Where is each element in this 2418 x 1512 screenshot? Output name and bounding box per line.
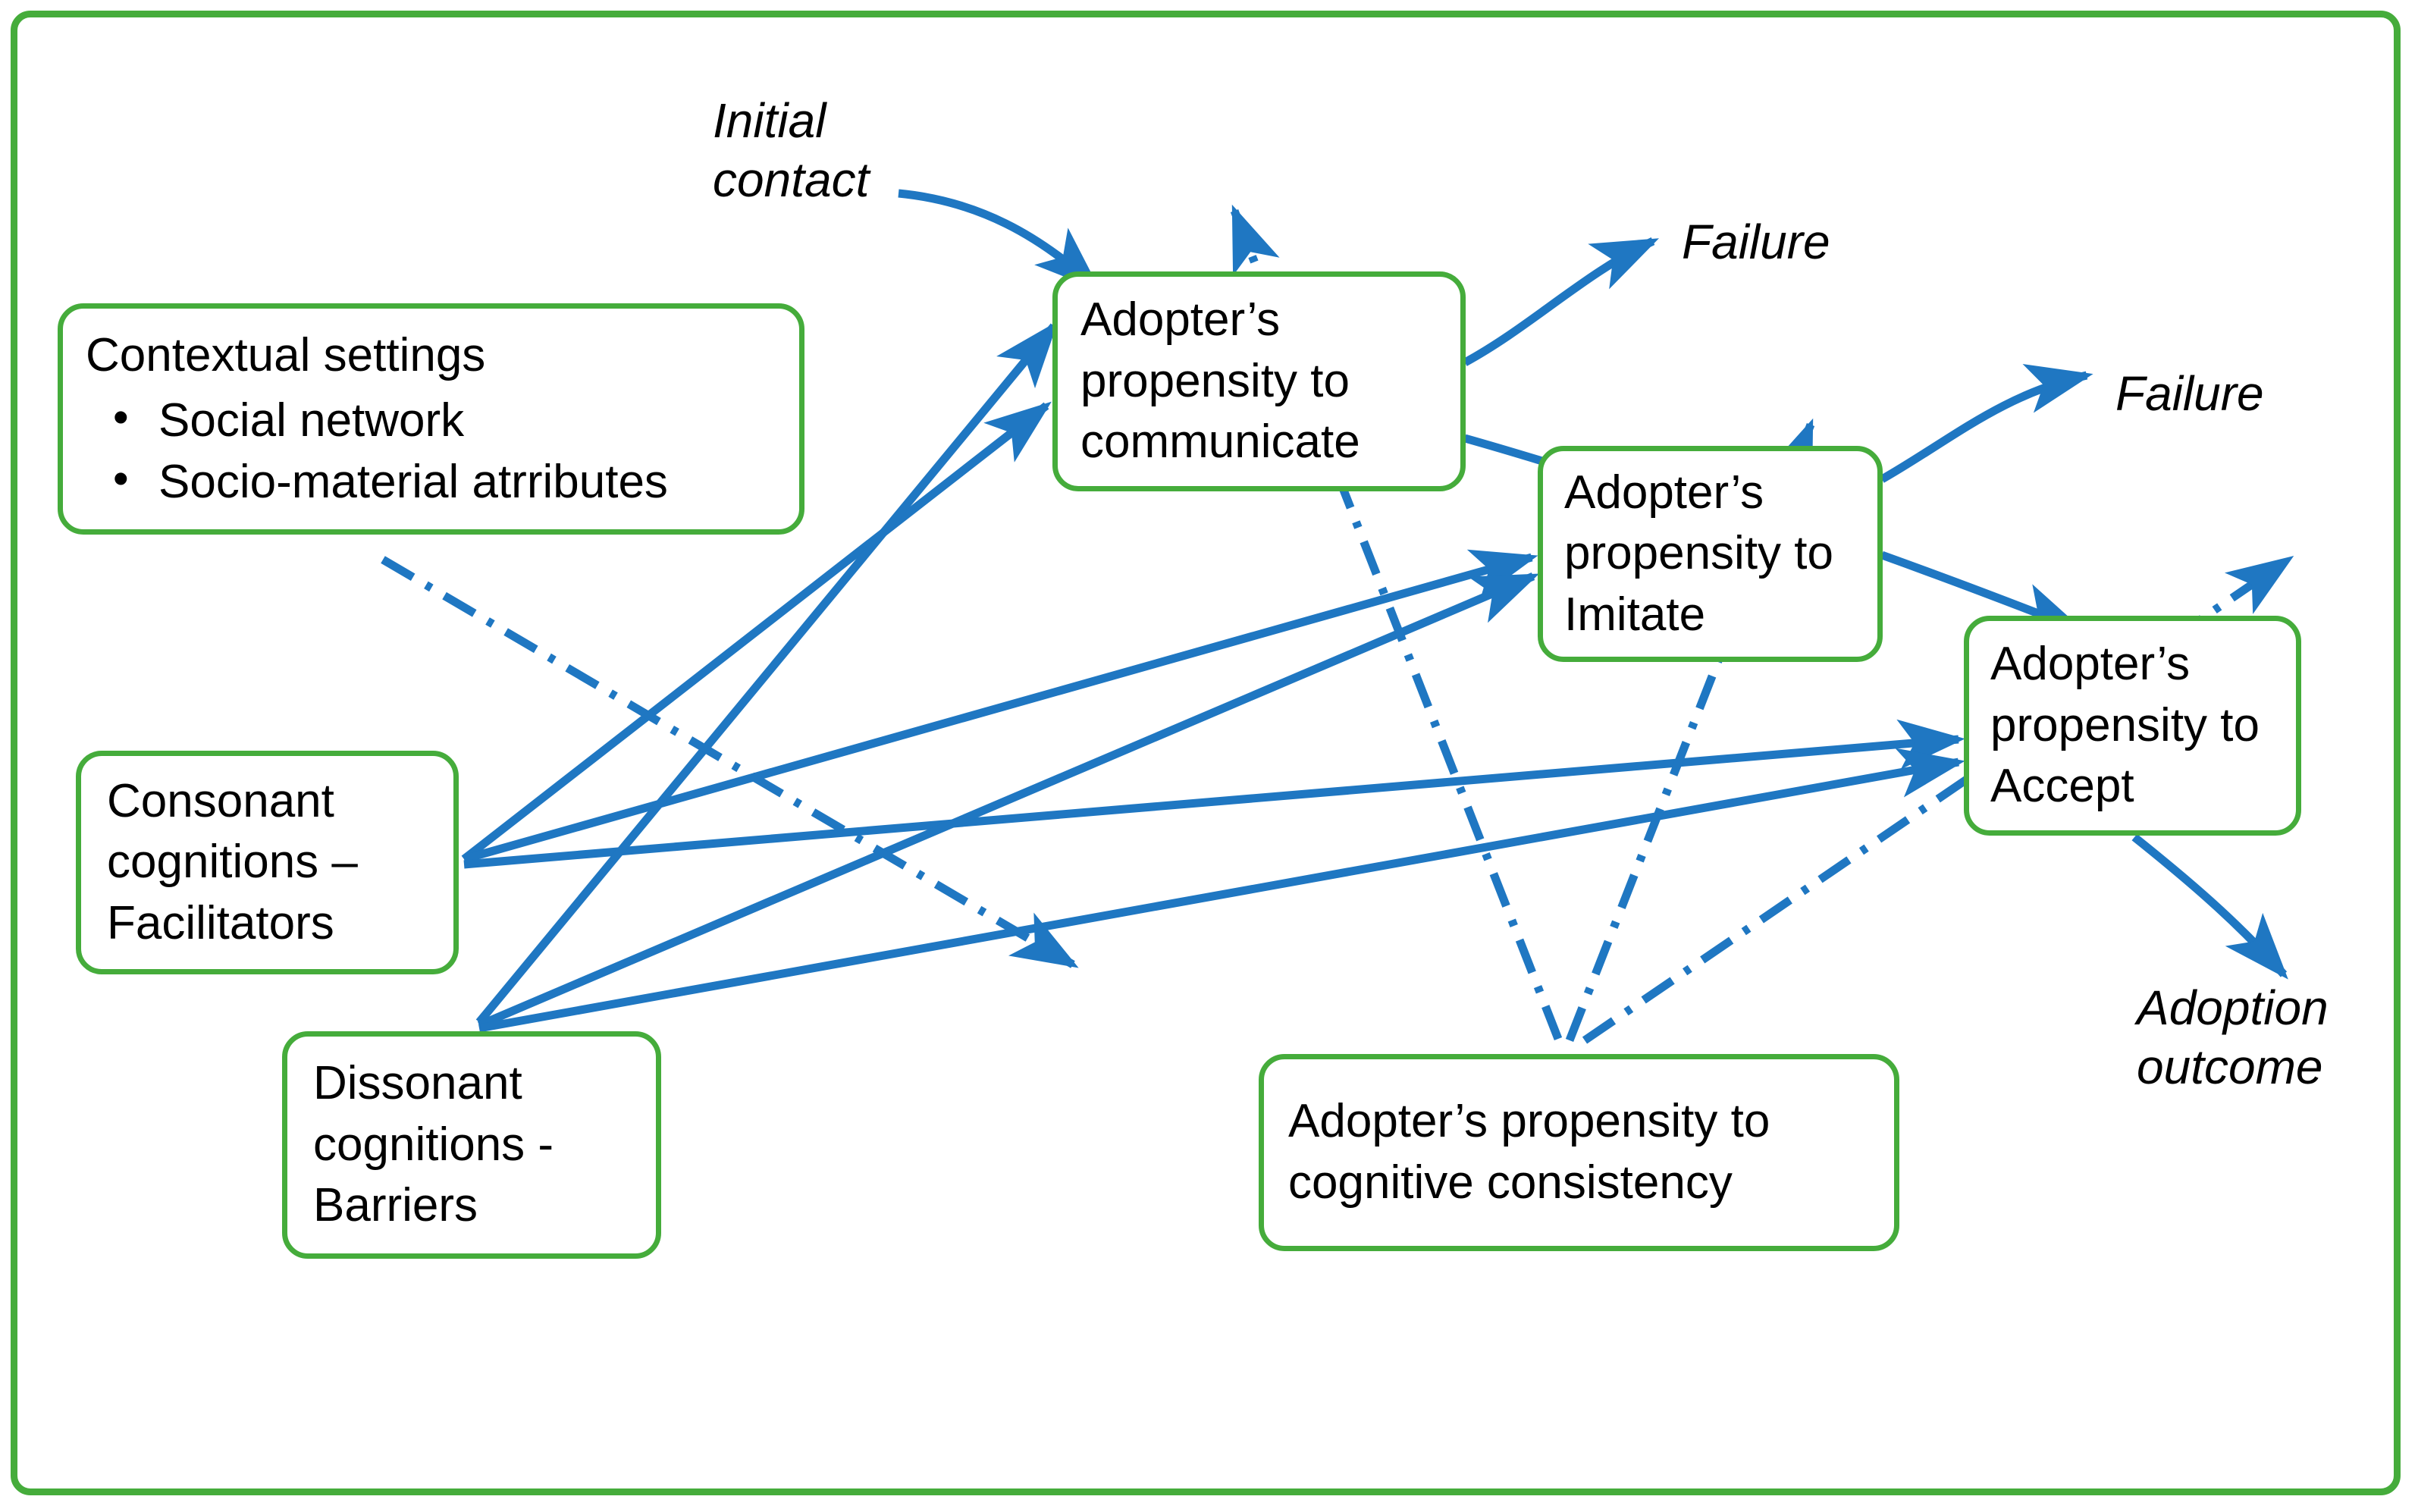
label-failure-imitate: Failure bbox=[2115, 366, 2264, 421]
node-propensity-to-communicate[interactable]: Adopter’s propensity to communicate bbox=[1052, 271, 1466, 491]
node-consonant-title: Consonant cognitions – Facilitators bbox=[107, 774, 358, 949]
node-communicate-title: Adopter’s propensity to communicate bbox=[1080, 293, 1360, 469]
node-contextual-settings[interactable]: Contextual settings Social network Socio… bbox=[58, 303, 804, 535]
node-contextual-title: Contextual settings bbox=[86, 328, 486, 381]
diagram-outer-border bbox=[11, 11, 2401, 1495]
node-imitate-title: Adopter’s propensity to Imitate bbox=[1564, 466, 1833, 641]
node-consonant-cognitions[interactable]: Consonant cognitions – Facilitators bbox=[76, 751, 459, 974]
node-accept-title: Adopter’s propensity to Accept bbox=[1990, 638, 2260, 813]
bullet-social-network: Social network bbox=[86, 389, 776, 452]
label-initial-contact: Initial contact bbox=[713, 93, 870, 208]
label-failure-communicate: Failure bbox=[1682, 215, 1830, 269]
node-dissonant-title: Dissonant cognitions - Barriers bbox=[313, 1057, 554, 1232]
node-propensity-to-cognitive-consistency[interactable]: Adopter’s propensity to cognitive consis… bbox=[1259, 1054, 1899, 1251]
node-contextual-bullets: Social network Socio-material atrributes bbox=[86, 389, 776, 513]
node-propensity-to-imitate[interactable]: Adopter’s propensity to Imitate bbox=[1538, 446, 1883, 662]
label-adoption-outcome: Adoption outcome bbox=[2137, 980, 2329, 1095]
node-dissonant-cognitions[interactable]: Dissonant cognitions - Barriers bbox=[282, 1031, 661, 1259]
bullet-socio-material-attributes: Socio-material atrributes bbox=[86, 450, 776, 513]
node-consistency-title: Adopter’s propensity to cognitive consis… bbox=[1288, 1095, 1770, 1209]
node-propensity-to-accept[interactable]: Adopter’s propensity to Accept bbox=[1964, 616, 2301, 836]
